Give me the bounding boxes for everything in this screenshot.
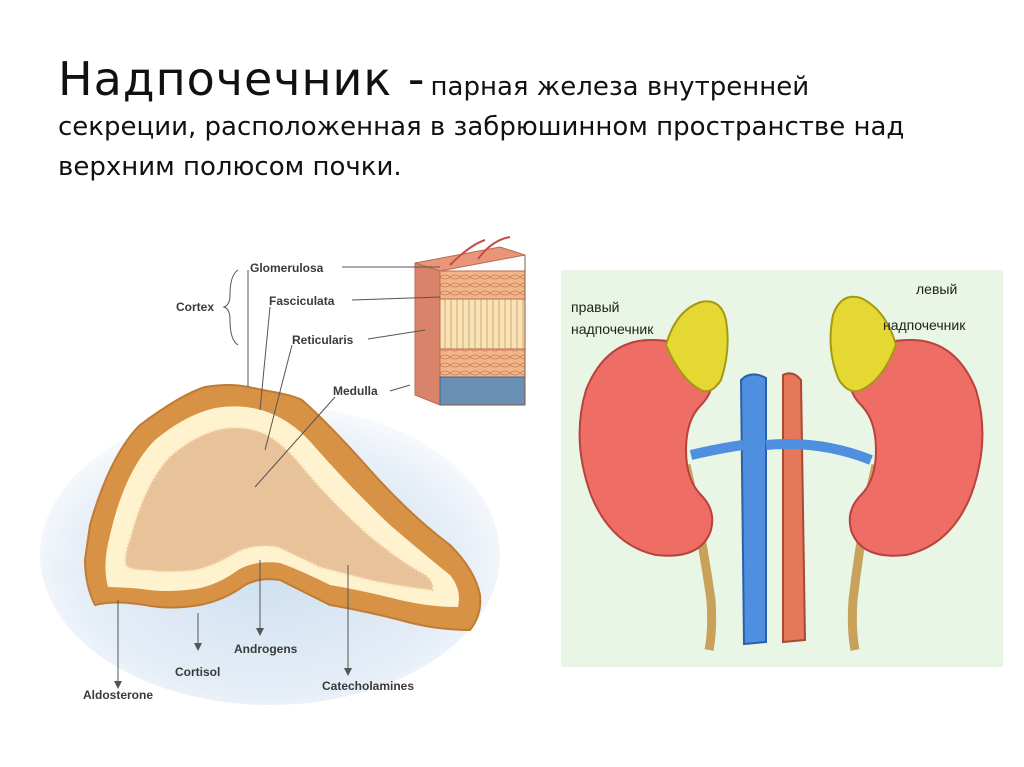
kidneys-panel: правый надпочечник левый надпочечник <box>561 270 1003 667</box>
label-reticularis: Reticularis <box>292 333 354 347</box>
left-renal-vein <box>765 439 873 465</box>
title-text-2: секреции, расположенная в забрюшинном пр… <box>58 112 905 142</box>
glomerulosa-layer <box>439 270 526 300</box>
label-aldosterone: Aldosterone <box>83 688 153 702</box>
leader-lines <box>117 266 441 683</box>
label-right-adrenal-1: правый <box>571 299 619 315</box>
androgens-arrow <box>256 628 264 636</box>
label-glomerulosa: Glomerulosa <box>250 261 324 275</box>
medulla-region <box>125 428 433 590</box>
medulla-layer <box>439 376 526 406</box>
tissue-block-edge <box>440 255 526 406</box>
medulla-line <box>389 384 411 392</box>
title-block: Надпочечник - парная железа внутренней с… <box>58 52 988 187</box>
adrenal-gland-section <box>83 384 482 632</box>
cortex-tissue-block <box>414 236 526 406</box>
label-catecholamines: Catecholamines <box>322 679 414 693</box>
cortisol-arrow <box>194 643 202 651</box>
vena-cava <box>739 373 767 646</box>
reticularis-line <box>367 329 426 340</box>
cortex-bracket <box>222 269 239 346</box>
adrenal-cross-section-diagram: Glomerulosa Cortex Fasciculata Reticular… <box>40 236 526 705</box>
label-androgens: Androgens <box>234 642 298 656</box>
title-text-1: парная железа внутренней <box>430 72 810 102</box>
fasciculata-layer <box>439 298 526 350</box>
reticularis-drop <box>264 344 293 451</box>
label-right-adrenal-2: надпочечник <box>571 321 654 337</box>
label-medulla: Medulla <box>333 384 378 398</box>
label-cortex: Cortex <box>176 300 214 314</box>
label-left-adrenal-2: надпочечник <box>883 317 966 333</box>
right-renal-vein <box>689 440 744 460</box>
label-cortisol: Cortisol <box>175 665 220 679</box>
label-fasciculata: Fasciculata <box>269 294 335 308</box>
title-line-1: Надпочечник - парная железа внутренней <box>58 52 988 107</box>
arrow-heads <box>114 628 352 689</box>
left-adrenal-gland <box>829 295 898 393</box>
aldosterone-arrow <box>114 681 122 689</box>
catecholamines-arrow <box>344 668 352 676</box>
kidneys-adrenals-diagram: правый надпочечник левый надпочечник <box>571 281 984 651</box>
fasciculata-line <box>351 296 441 301</box>
title-text-3: верхним полюсом почки. <box>58 152 402 182</box>
fasciculata-drop <box>259 306 271 411</box>
tissue-vessels <box>449 236 511 266</box>
page-title: Надпочечник - <box>58 52 426 106</box>
label-left-adrenal-1: левый <box>916 281 957 297</box>
aorta <box>782 372 807 644</box>
tissue-block-side <box>414 262 441 406</box>
reticularis-layer <box>439 348 526 378</box>
medulla-drop <box>254 396 336 488</box>
right-adrenal-gland <box>664 300 729 393</box>
